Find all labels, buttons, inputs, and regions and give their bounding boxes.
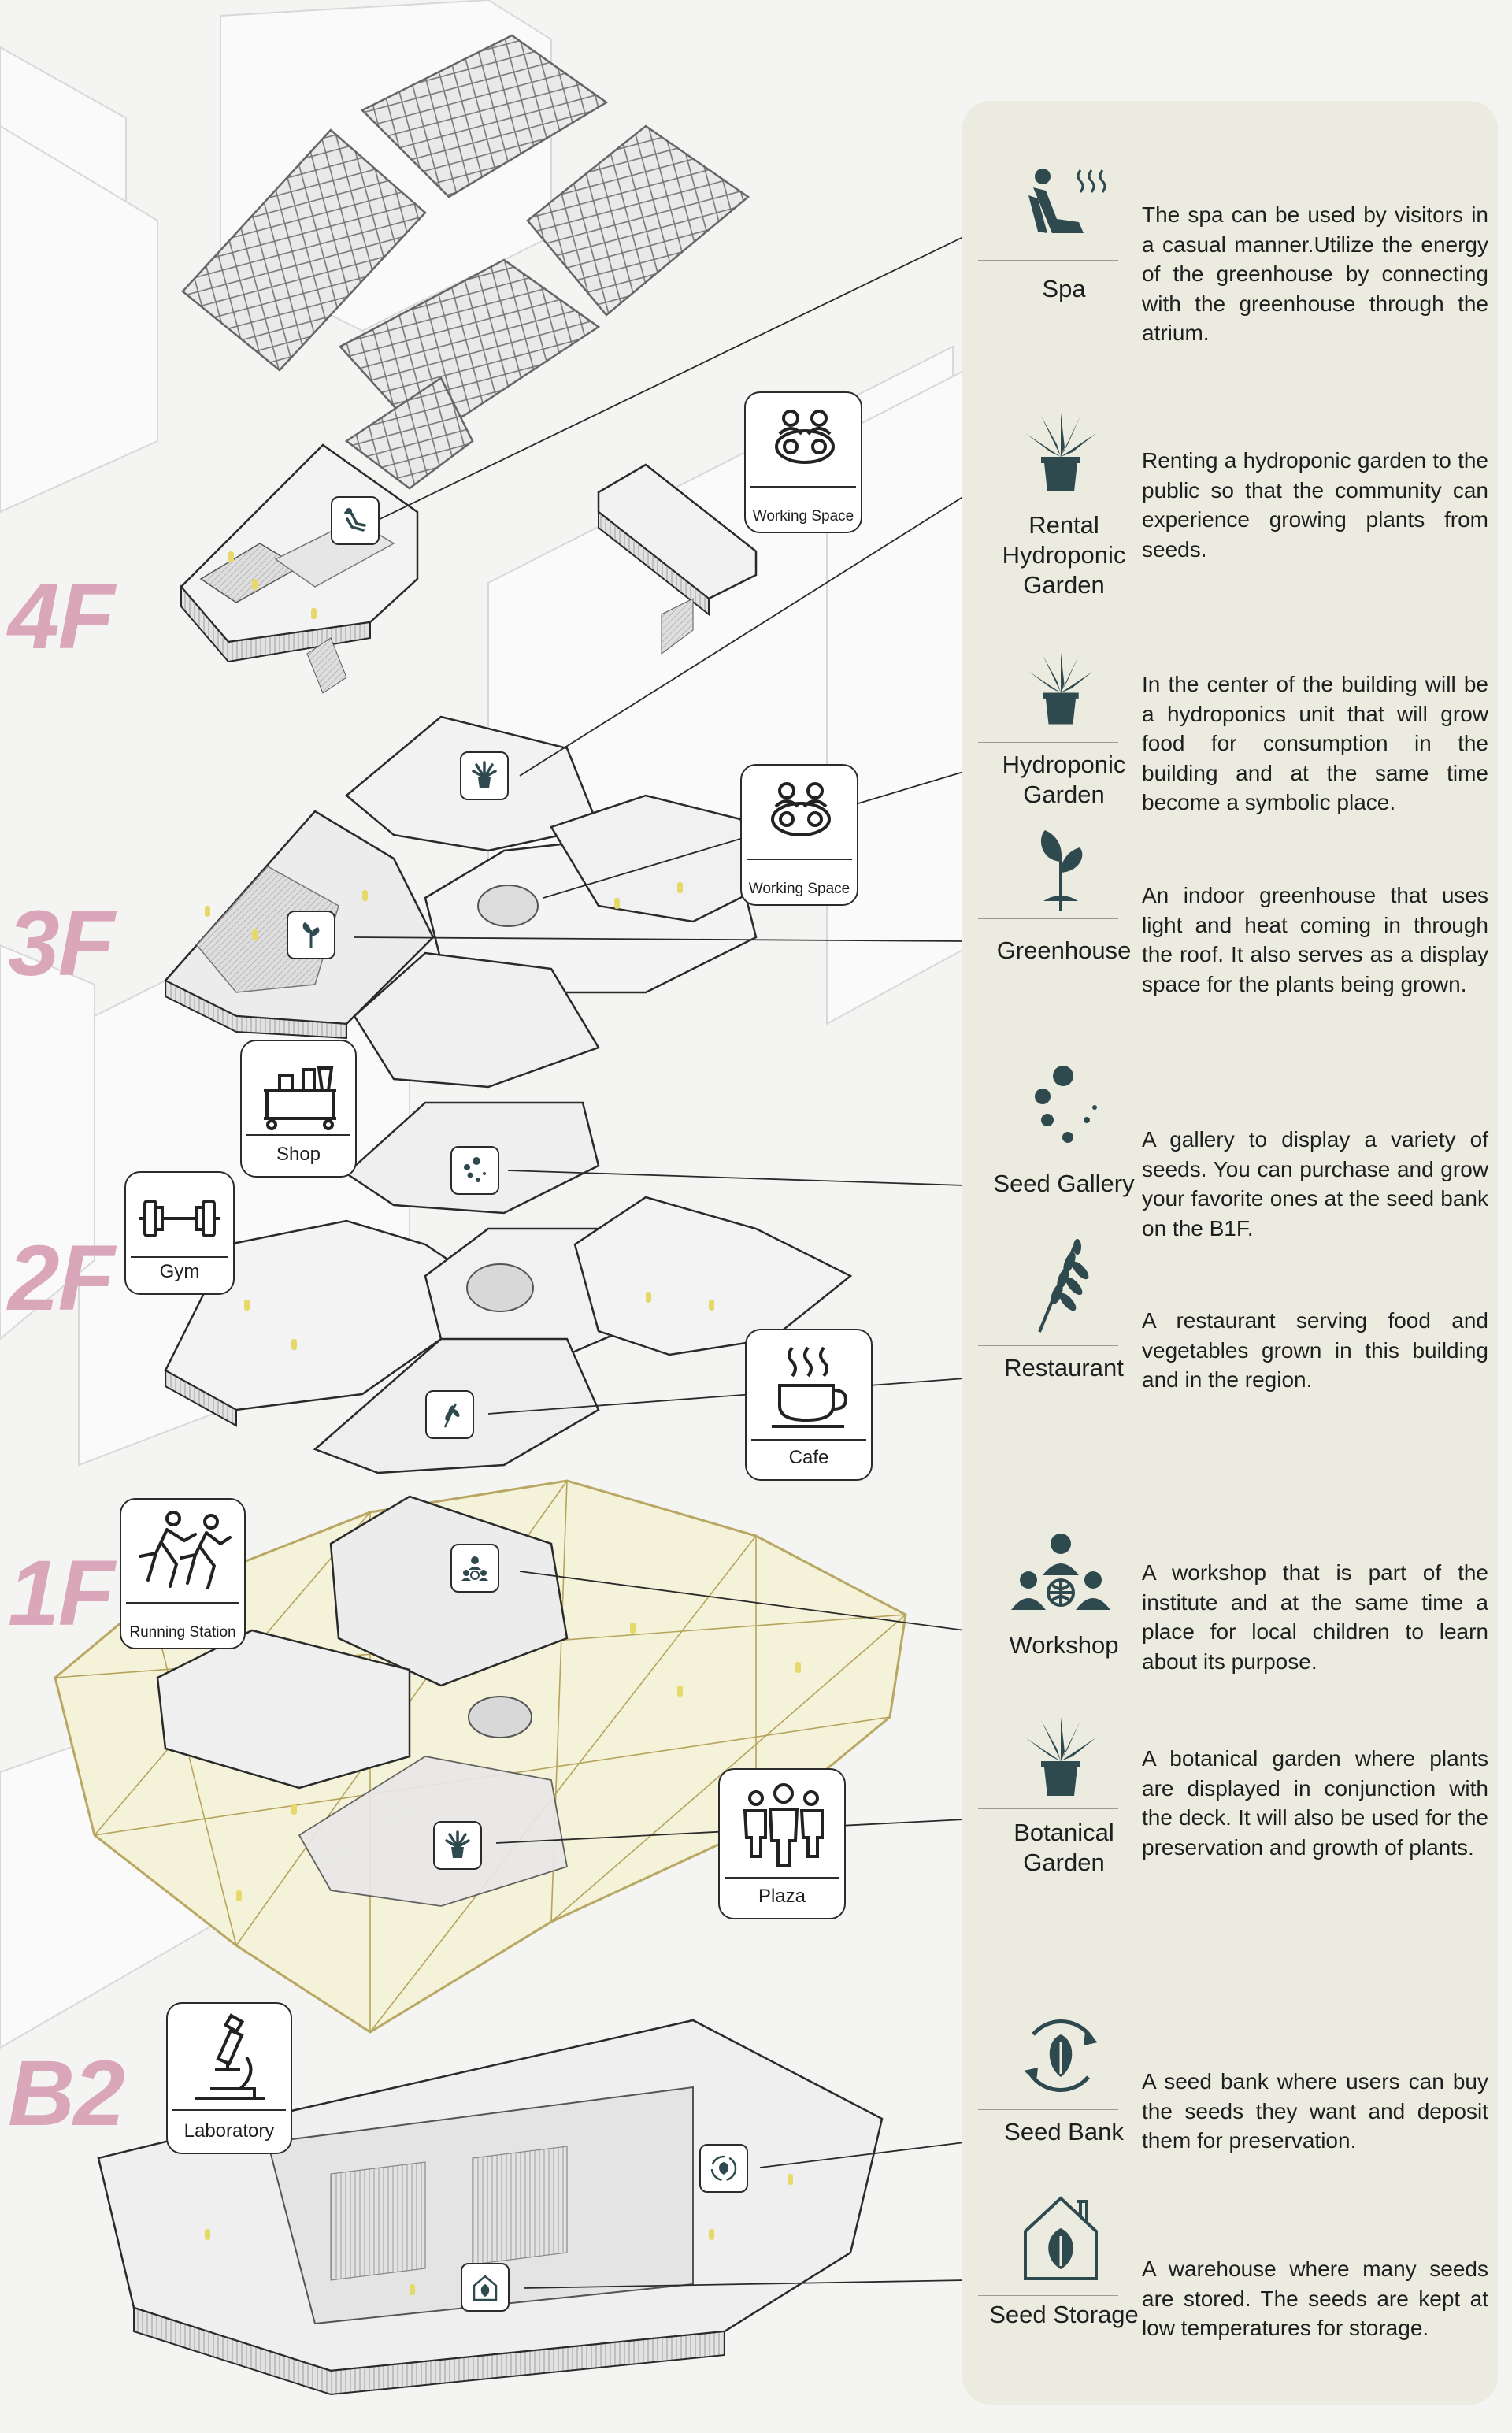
- floor-label-4f: 4F: [8, 565, 115, 669]
- callout-separator: [131, 1256, 228, 1258]
- legend-rule: [978, 260, 1118, 261]
- potted-plant-icon: [994, 410, 1128, 496]
- legend-rule: [978, 742, 1118, 743]
- restaurant-marker-icon: [425, 1390, 474, 1439]
- seed-gallery-marker-icon: [450, 1146, 499, 1195]
- legend-rule: [978, 2295, 1118, 2296]
- program-description: A botanical garden where plants are disp…: [1142, 1746, 1488, 1860]
- floor-b2-plan: [97, 2019, 884, 2396]
- cafe-label: Cafe: [788, 1447, 829, 1468]
- callout-separator: [172, 2109, 286, 2111]
- seed-storage-icon: [994, 2194, 1128, 2281]
- greenhouse-marker-icon: [287, 911, 335, 959]
- legend-rule: [978, 918, 1118, 919]
- spa-marker-icon: [331, 496, 380, 545]
- program-name: Workshop: [1009, 1631, 1119, 1659]
- floor-label-1f: 1F: [8, 1541, 115, 1645]
- seed-storage-marker-icon: [461, 2263, 510, 2312]
- program-description: An indoor greenhouse that uses light and…: [1142, 883, 1488, 996]
- legend-rule: [978, 1345, 1118, 1346]
- floor-label-3f: 3F: [8, 892, 115, 996]
- callout-separator: [246, 1134, 350, 1136]
- seeds-icon: [994, 1065, 1128, 1152]
- program-name: Hydroponic Garden: [1002, 751, 1126, 808]
- shop-label: Shop: [276, 1144, 321, 1165]
- legend-rule: [978, 1808, 1118, 1809]
- dumbbell-icon: [139, 1200, 220, 1237]
- rental-garden-marker-icon: [460, 751, 509, 800]
- legend-rule: [978, 2109, 1118, 2110]
- floor-3f-plan: [163, 715, 773, 1089]
- working-space-label: Working Space: [748, 881, 850, 897]
- meeting-table-icon: [775, 410, 835, 464]
- callout-separator: [126, 1602, 239, 1604]
- running-station-callout: Running Station: [120, 1498, 246, 1649]
- floor-2f-plan: [164, 1101, 853, 1474]
- floor-4f-plan: [180, 443, 758, 694]
- botanical-garden-marker-icon: [433, 1821, 482, 1870]
- program-description: A seed bank where users can buy the seed…: [1142, 2069, 1488, 2153]
- workshop-icon: [994, 1530, 1128, 1616]
- callout-separator: [750, 486, 856, 488]
- program-description: A restaurant serving food and vegetables…: [1142, 1308, 1488, 1392]
- laboratory-label: Laboratory: [183, 2120, 275, 2142]
- program-name: Seed Bank: [1004, 2118, 1124, 2146]
- gym-label: Gym: [159, 1261, 200, 1282]
- plaza-label: Plaza: [758, 1886, 806, 1907]
- spa-icon: [994, 164, 1128, 250]
- sprout-icon: [994, 824, 1128, 911]
- laboratory-callout: Laboratory: [166, 2002, 292, 2154]
- working-space-label: Working Space: [752, 508, 854, 525]
- plaza-callout: Plaza: [718, 1768, 846, 1919]
- program-name: Rental Hydroponic Garden: [1002, 511, 1126, 599]
- running-station-label: Running Station: [129, 1624, 236, 1641]
- program-description: In the center of the building will be a …: [1142, 672, 1488, 814]
- shop-cart-icon: [264, 1066, 336, 1130]
- shop-callout: Shop: [240, 1040, 357, 1178]
- program-name: Seed Storage: [989, 2301, 1139, 2328]
- floor-label-b2: B2: [8, 2042, 125, 2146]
- seed-bank-icon: [994, 2013, 1128, 2100]
- runners-icon: [139, 1511, 232, 1589]
- workshop-marker-icon: [450, 1544, 499, 1593]
- program-name: Seed Gallery: [993, 1170, 1135, 1197]
- program-name: Greenhouse: [996, 936, 1132, 964]
- working-space-callout-4f: Working Space: [744, 391, 862, 533]
- program-description: The spa can be used by visitors in a cas…: [1142, 202, 1488, 345]
- potted-plant-icon: [994, 646, 1128, 732]
- gym-callout: Gym: [124, 1171, 235, 1295]
- seed-bank-marker-icon: [699, 2144, 748, 2193]
- callout-separator: [724, 1877, 839, 1879]
- microscope-icon: [195, 2013, 265, 2100]
- meeting-table-icon: [771, 782, 831, 836]
- working-space-callout-3f: Working Space: [740, 764, 858, 906]
- program-description: A gallery to display a variety of seeds.…: [1142, 1127, 1488, 1241]
- potted-plant-icon: [994, 1714, 1128, 1801]
- program-name: Restaurant: [1004, 1354, 1124, 1382]
- callout-separator: [751, 1439, 866, 1441]
- people-group-icon: [743, 1783, 824, 1867]
- program-name: Botanical Garden: [1014, 1819, 1114, 1876]
- wheat-icon: [994, 1239, 1128, 1333]
- cafe-callout: Cafe: [745, 1329, 873, 1481]
- program-description: A workshop that is part of the institute…: [1142, 1560, 1488, 1674]
- callout-separator: [747, 859, 852, 860]
- floor-label-2f: 2F: [8, 1226, 115, 1330]
- program-name: Spa: [1042, 275, 1086, 302]
- roof-lattice: [181, 34, 750, 490]
- coffee-cup-icon: [772, 1346, 848, 1428]
- program-description: Renting a hydroponic garden to the publi…: [1142, 448, 1488, 562]
- program-description: A warehouse where many seeds are stored.…: [1142, 2257, 1488, 2340]
